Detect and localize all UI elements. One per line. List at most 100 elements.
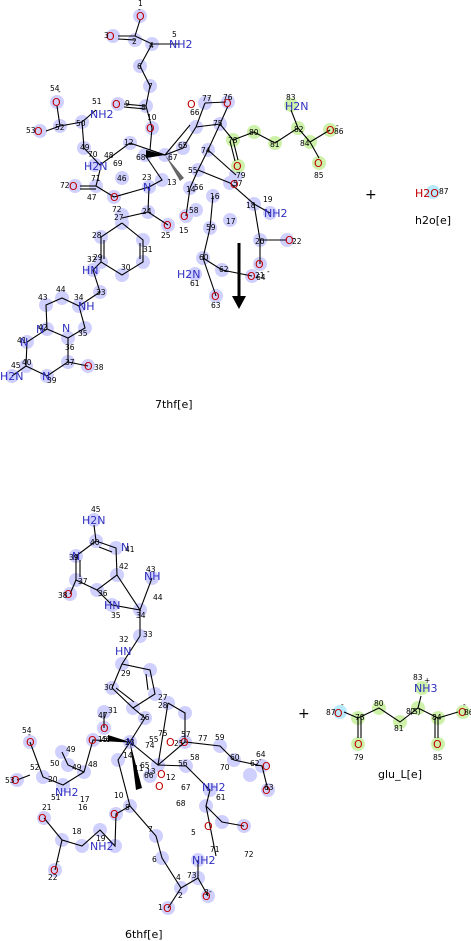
svg-text:O: O [247, 270, 256, 283]
svg-text:O: O [458, 706, 467, 719]
svg-text:79: 79 [236, 171, 246, 180]
svg-text:34: 34 [74, 293, 84, 302]
svg-text:-: - [293, 234, 296, 243]
svg-text:18: 18 [246, 201, 256, 210]
svg-text:-: - [58, 87, 61, 96]
svg-text:74: 74 [145, 741, 155, 750]
svg-text:72: 72 [112, 205, 122, 214]
svg-text:37: 37 [65, 358, 75, 367]
svg-text:6: 6 [137, 62, 142, 71]
svg-text:47: 47 [87, 193, 97, 202]
svg-text:O: O [110, 191, 119, 204]
svg-text:69: 69 [113, 159, 123, 168]
svg-text:41: 41 [17, 336, 27, 345]
svg-text:44: 44 [56, 285, 66, 294]
molecule-6thf: H2N N N NH HN O HN O N O O O O O NH2 O O… [5, 505, 275, 941]
plus-sign-bottom: + [298, 706, 310, 722]
svg-text:13: 13 [146, 767, 156, 776]
svg-text:O: O [233, 160, 242, 173]
svg-text:67: 67 [181, 783, 191, 792]
svg-text:-: - [336, 121, 339, 130]
svg-text:O: O [314, 157, 323, 170]
svg-text:N: N [62, 322, 70, 335]
svg-text:O: O [354, 738, 363, 751]
glu-stereo: (S) [410, 707, 421, 716]
svg-text:NH2: NH2 [264, 207, 288, 220]
svg-text:40: 40 [90, 538, 100, 547]
label-7thf: 7thf[e] [155, 398, 193, 411]
svg-text:14: 14 [123, 751, 133, 760]
svg-text:3: 3 [204, 888, 209, 897]
svg-text:O: O [136, 10, 145, 23]
svg-text:31: 31 [108, 706, 118, 715]
svg-text:-: - [267, 267, 270, 276]
svg-text:HN: HN [104, 599, 121, 612]
svg-text:61: 61 [216, 793, 226, 802]
svg-text:NH: NH [78, 300, 95, 313]
svg-text:4: 4 [176, 873, 181, 882]
svg-text:49: 49 [72, 763, 82, 772]
svg-text:O: O [285, 234, 294, 247]
svg-text:N: N [36, 323, 44, 336]
svg-text:62: 62 [250, 759, 260, 768]
svg-text:N: N [72, 550, 80, 563]
svg-text:49: 49 [66, 745, 76, 754]
svg-text:46: 46 [117, 174, 127, 183]
svg-text:4: 4 [149, 41, 154, 50]
svg-text:O: O [52, 96, 61, 109]
svg-text:71: 71 [210, 845, 220, 854]
svg-text:29: 29 [121, 669, 131, 678]
svg-text:83: 83 [413, 673, 423, 682]
svg-text:N: N [126, 736, 134, 749]
svg-text:5: 5 [191, 828, 196, 837]
svg-text:17: 17 [80, 795, 90, 804]
svg-text:-: - [259, 755, 262, 764]
svg-text:23: 23 [125, 738, 135, 747]
svg-text:H2N: H2N [82, 514, 106, 527]
svg-text:22: 22 [292, 237, 302, 246]
svg-text:1: 1 [138, 0, 143, 8]
svg-text:NH2: NH2 [90, 840, 114, 853]
svg-text:42: 42 [38, 323, 48, 332]
svg-text:O: O [50, 864, 59, 877]
svg-text:30: 30 [121, 263, 131, 272]
svg-text:H2N: H2N [84, 160, 108, 173]
svg-text:72: 72 [60, 181, 70, 190]
svg-text:81: 81 [270, 140, 280, 149]
svg-text:73: 73 [187, 871, 197, 880]
svg-text:O: O [262, 784, 271, 797]
reaction-arrow [232, 243, 246, 309]
svg-text:87: 87 [326, 708, 336, 717]
svg-text:O: O [240, 820, 249, 833]
svg-text:63: 63 [211, 301, 221, 310]
svg-text:66: 66 [144, 771, 154, 780]
svg-text:77: 77 [198, 734, 208, 743]
svg-text:O: O [163, 902, 172, 915]
svg-text:17: 17 [226, 217, 236, 226]
svg-text:83: 83 [286, 93, 296, 102]
svg-text:O: O [262, 760, 271, 773]
svg-text:43: 43 [146, 565, 156, 574]
svg-text:53: 53 [5, 776, 15, 785]
svg-text:24: 24 [142, 207, 152, 216]
label-glu-l: glu_L[e] [378, 768, 422, 781]
svg-text:82: 82 [406, 707, 416, 716]
svg-text:47: 47 [98, 711, 108, 720]
svg-text:84: 84 [300, 139, 310, 148]
svg-text:66: 66 [190, 108, 200, 117]
svg-text:1: 1 [158, 903, 163, 912]
svg-text:57: 57 [233, 179, 243, 188]
svg-text:15: 15 [179, 226, 189, 235]
svg-text:22: 22 [48, 873, 58, 882]
svg-text:-: - [57, 857, 60, 866]
svg-text:28: 28 [92, 231, 102, 240]
svg-text:58: 58 [190, 753, 200, 762]
svg-text:34: 34 [136, 611, 146, 620]
svg-text:O: O [204, 820, 213, 833]
svg-text:27: 27 [158, 693, 168, 702]
svg-text:68: 68 [176, 799, 186, 808]
water-atom-number: 87 [439, 187, 449, 196]
svg-text:7: 7 [148, 82, 153, 91]
svg-text:HN: HN [82, 264, 99, 277]
